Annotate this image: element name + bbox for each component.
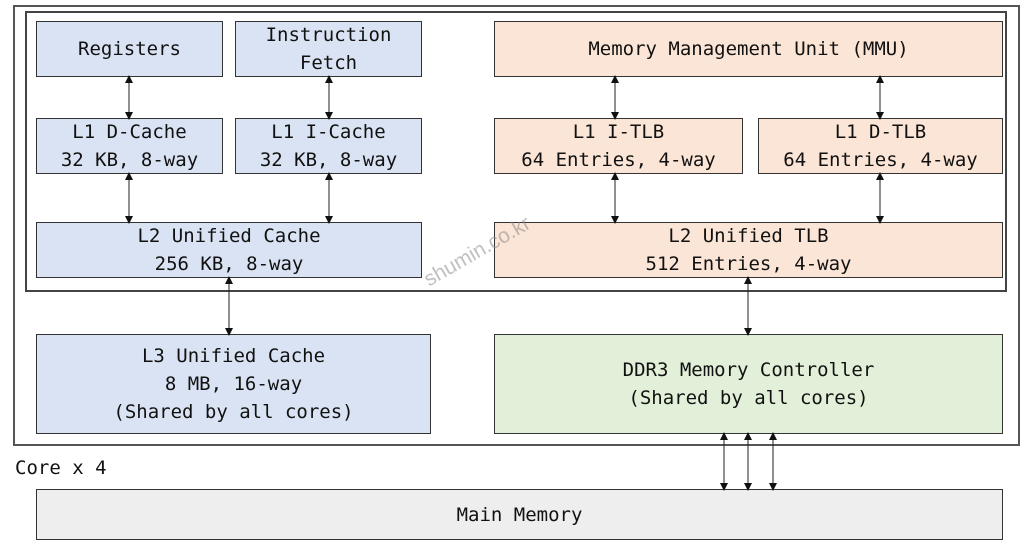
l2-cache-title: L2 Unified Cache (137, 225, 321, 247)
l3-cache-title: L3 Unified Cache (141, 345, 326, 367)
registers-label: Registers (78, 38, 181, 60)
l3-cache-note: (Shared by all cores) (113, 401, 354, 423)
main-memory-block: Main Memory (36, 489, 1003, 540)
l3-cache-block: L3 Unified Cache 8 MB, 16-way (Shared by… (36, 334, 431, 434)
l1-dcache-spec: 32 KB, 8-way (60, 149, 199, 171)
l2-tlb-title: L2 Unified TLB (668, 225, 829, 247)
l1-itlb-title: L1 I-TLB (572, 121, 665, 143)
l3-cache-spec: 8 MB, 16-way (164, 373, 303, 395)
l2-tlb-spec: 512 Entries, 4-way (645, 253, 852, 275)
ddr3-controller-block: DDR3 Memory Controller (Shared by all co… (494, 334, 1003, 434)
core-count-label: Core x 4 (15, 457, 107, 479)
l1-itlb-spec: 64 Entries, 4-way (521, 149, 716, 171)
core-group-frame (13, 5, 1020, 446)
registers-block: Registers (36, 21, 223, 77)
l1-dcache-title: L1 D-Cache (72, 121, 187, 143)
l1-dtlb-title: L1 D-TLB (834, 121, 927, 143)
mmu-label: Memory Management Unit (MMU) (588, 38, 909, 60)
l2-cache-block: L2 Unified Cache 256 KB, 8-way (36, 222, 422, 278)
instruction-fetch-label-line1: Instruction (265, 24, 392, 46)
mmu-block: Memory Management Unit (MMU) (494, 21, 1003, 77)
core-private-frame (25, 11, 1007, 292)
l1-icache-block: L1 I-Cache 32 KB, 8-way (235, 118, 422, 174)
l2-tlb-block: L2 Unified TLB 512 Entries, 4-way (494, 222, 1003, 278)
l2-cache-spec: 256 KB, 8-way (154, 253, 304, 275)
instruction-fetch-label-line2: Fetch (299, 52, 358, 74)
ddr3-controller-title: DDR3 Memory Controller (622, 359, 875, 381)
ddr3-controller-note: (Shared by all cores) (628, 387, 869, 409)
l1-icache-spec: 32 KB, 8-way (259, 149, 398, 171)
l1-dtlb-spec: 64 Entries, 4-way (783, 149, 978, 171)
l1-icache-title: L1 I-Cache (271, 121, 386, 143)
l1-dcache-block: L1 D-Cache 32 KB, 8-way (36, 118, 223, 174)
main-memory-label: Main Memory (456, 503, 583, 526)
